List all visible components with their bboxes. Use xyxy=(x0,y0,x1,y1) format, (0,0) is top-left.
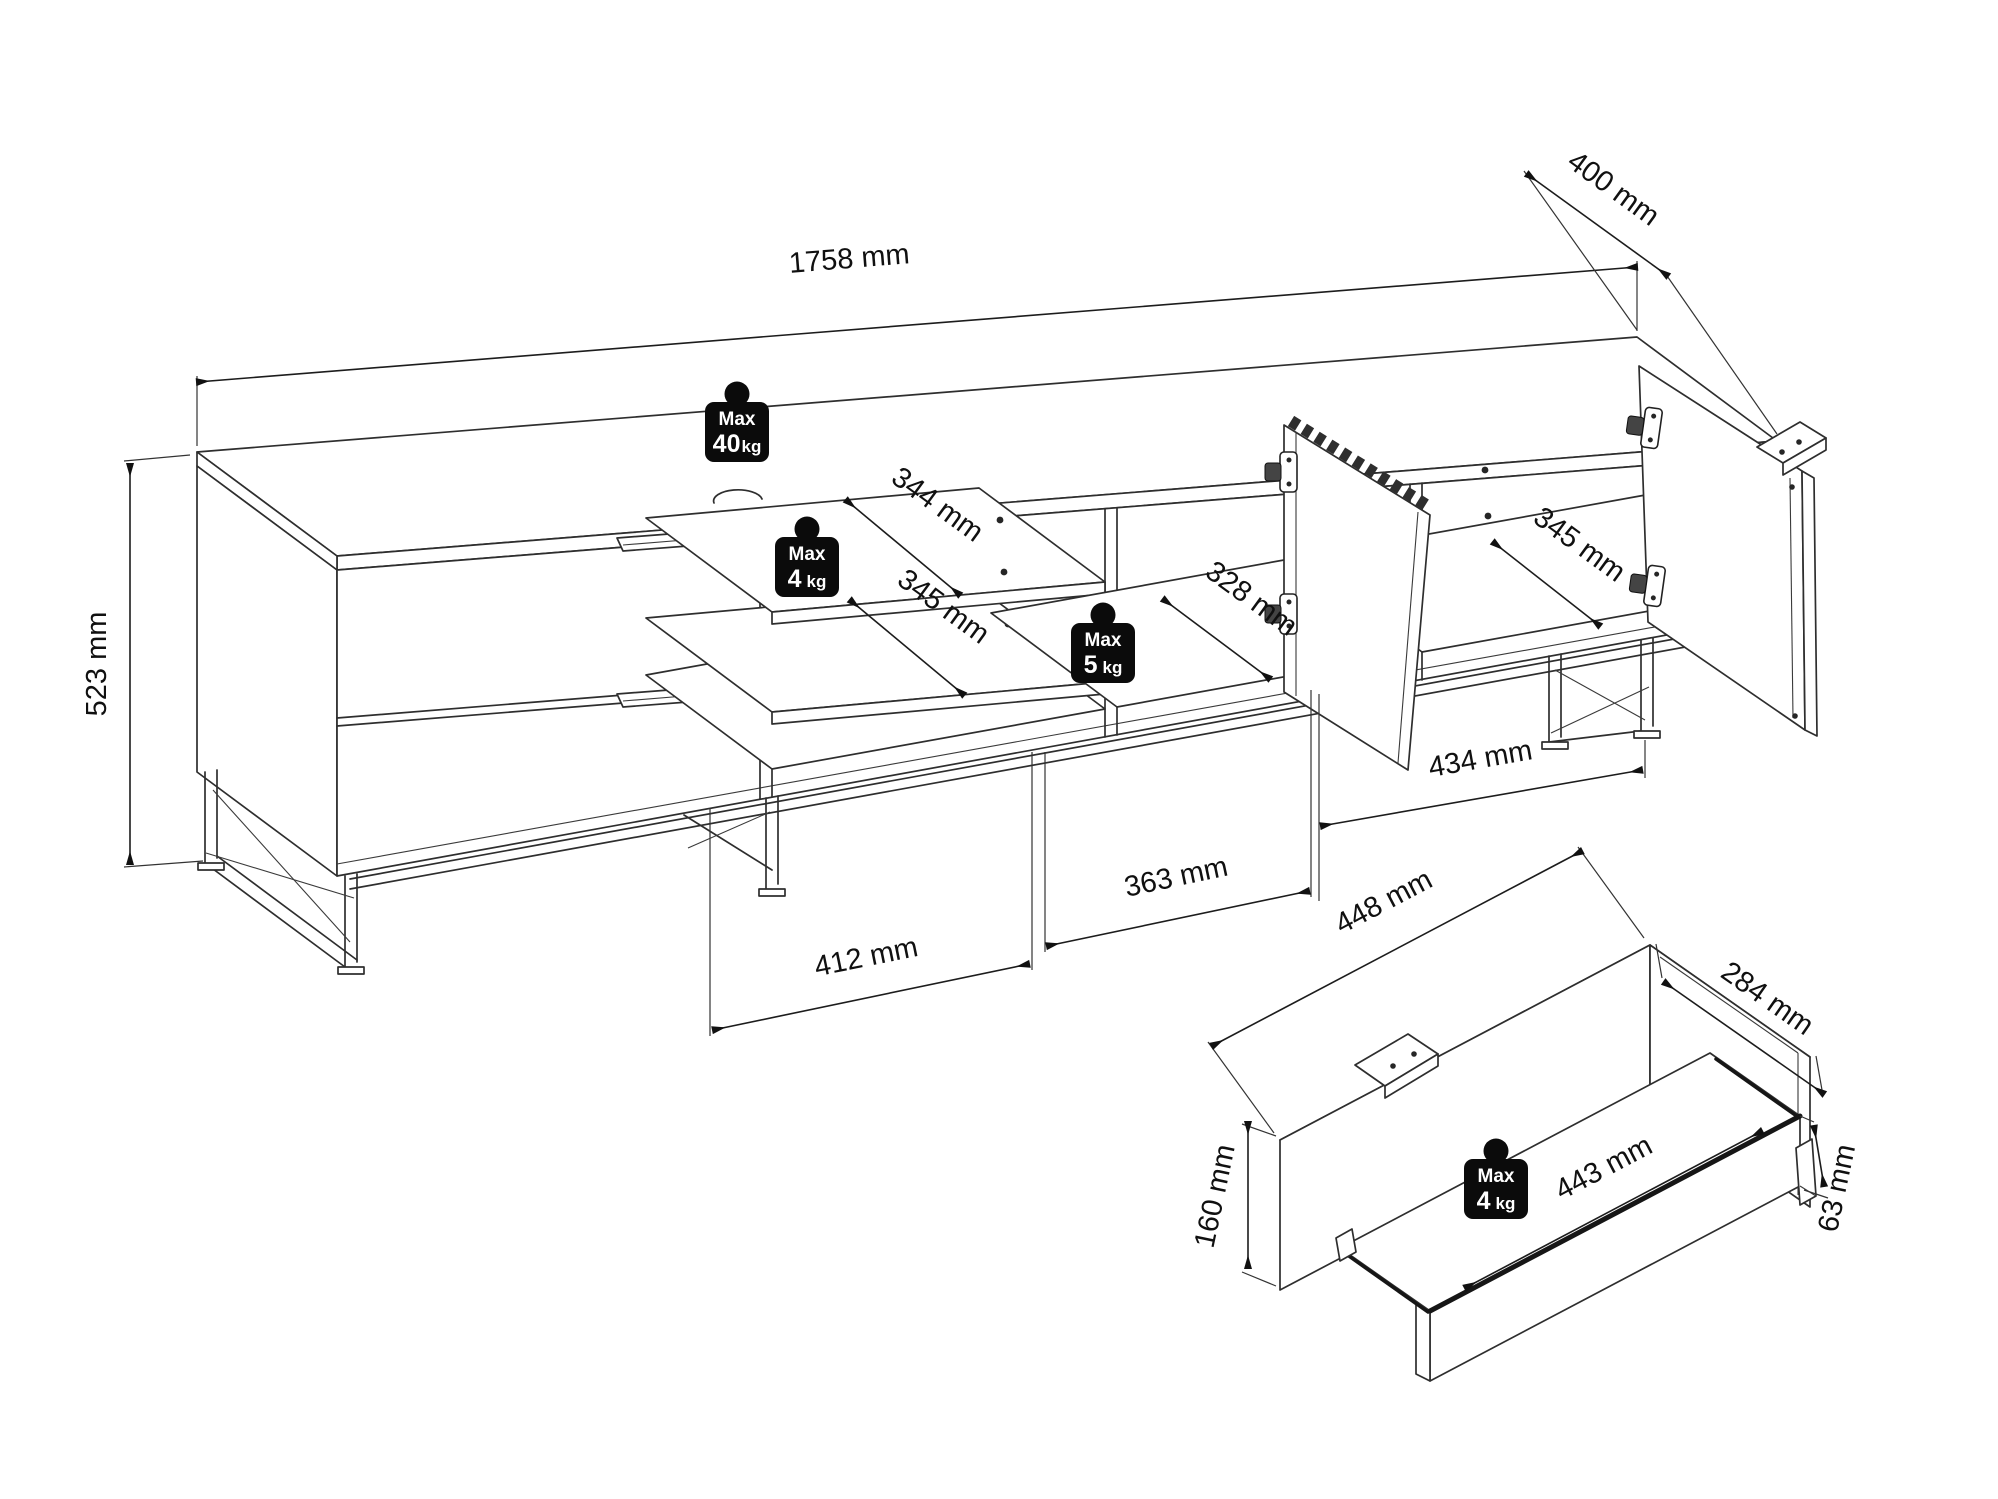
slide-bracket-right xyxy=(1795,1138,1817,1206)
dim-overall-width: 1758 mm xyxy=(788,238,911,280)
svg-text:Max: Max xyxy=(1478,1166,1515,1187)
dim-overall-depth: 400 mm xyxy=(1562,145,1666,232)
svg-text:5kg: 5kg xyxy=(1084,651,1123,679)
svg-text:Max: Max xyxy=(719,409,756,430)
svg-text:40kg: 40kg xyxy=(713,430,762,458)
hinge-top xyxy=(1625,406,1663,450)
dim-drawer-height: 160 mm xyxy=(1189,1142,1242,1251)
drawer-front-thickness xyxy=(1415,1303,1431,1382)
svg-text:4kg: 4kg xyxy=(1477,1187,1516,1215)
cabinet-view: 1758 mm 400 mm 523 mm 344 mm 345 mm 328 … xyxy=(81,145,1827,1036)
dim-right-section-width: 434 mm xyxy=(1426,734,1535,784)
svg-text:Max: Max xyxy=(789,544,826,565)
bottom-board-line xyxy=(336,604,1778,865)
slide-bracket-left xyxy=(1335,1228,1357,1262)
right-leg xyxy=(1541,637,1661,750)
weight-badge-top: Max 40kg xyxy=(705,381,769,462)
door-bracket-edge xyxy=(1782,437,1827,476)
slat-ribs xyxy=(1287,415,1432,512)
dim-overall-height: 523 mm xyxy=(81,612,113,717)
dim-shelf-section-width: 412 mm xyxy=(812,931,921,983)
dim-drawer-width: 448 mm xyxy=(1330,863,1438,940)
cable-hole-arc xyxy=(712,488,763,504)
left-leg xyxy=(197,769,365,975)
hinge-top xyxy=(1264,451,1298,493)
svg-text:4kg: 4kg xyxy=(788,565,827,593)
drawer-slide-left xyxy=(1344,1252,1430,1314)
dim-middle-section-width: 363 mm xyxy=(1122,851,1231,904)
svg-text:Max: Max xyxy=(1085,630,1122,651)
hinge-bottom xyxy=(1628,564,1666,608)
middle-leg xyxy=(683,795,786,897)
right-door-panel xyxy=(1638,365,1806,731)
right-door-open xyxy=(1625,365,1827,737)
dim-drawer-front-height: 63 mm xyxy=(1812,1141,1862,1234)
right-door-thickness xyxy=(1801,470,1818,737)
base-frame xyxy=(197,621,1769,975)
